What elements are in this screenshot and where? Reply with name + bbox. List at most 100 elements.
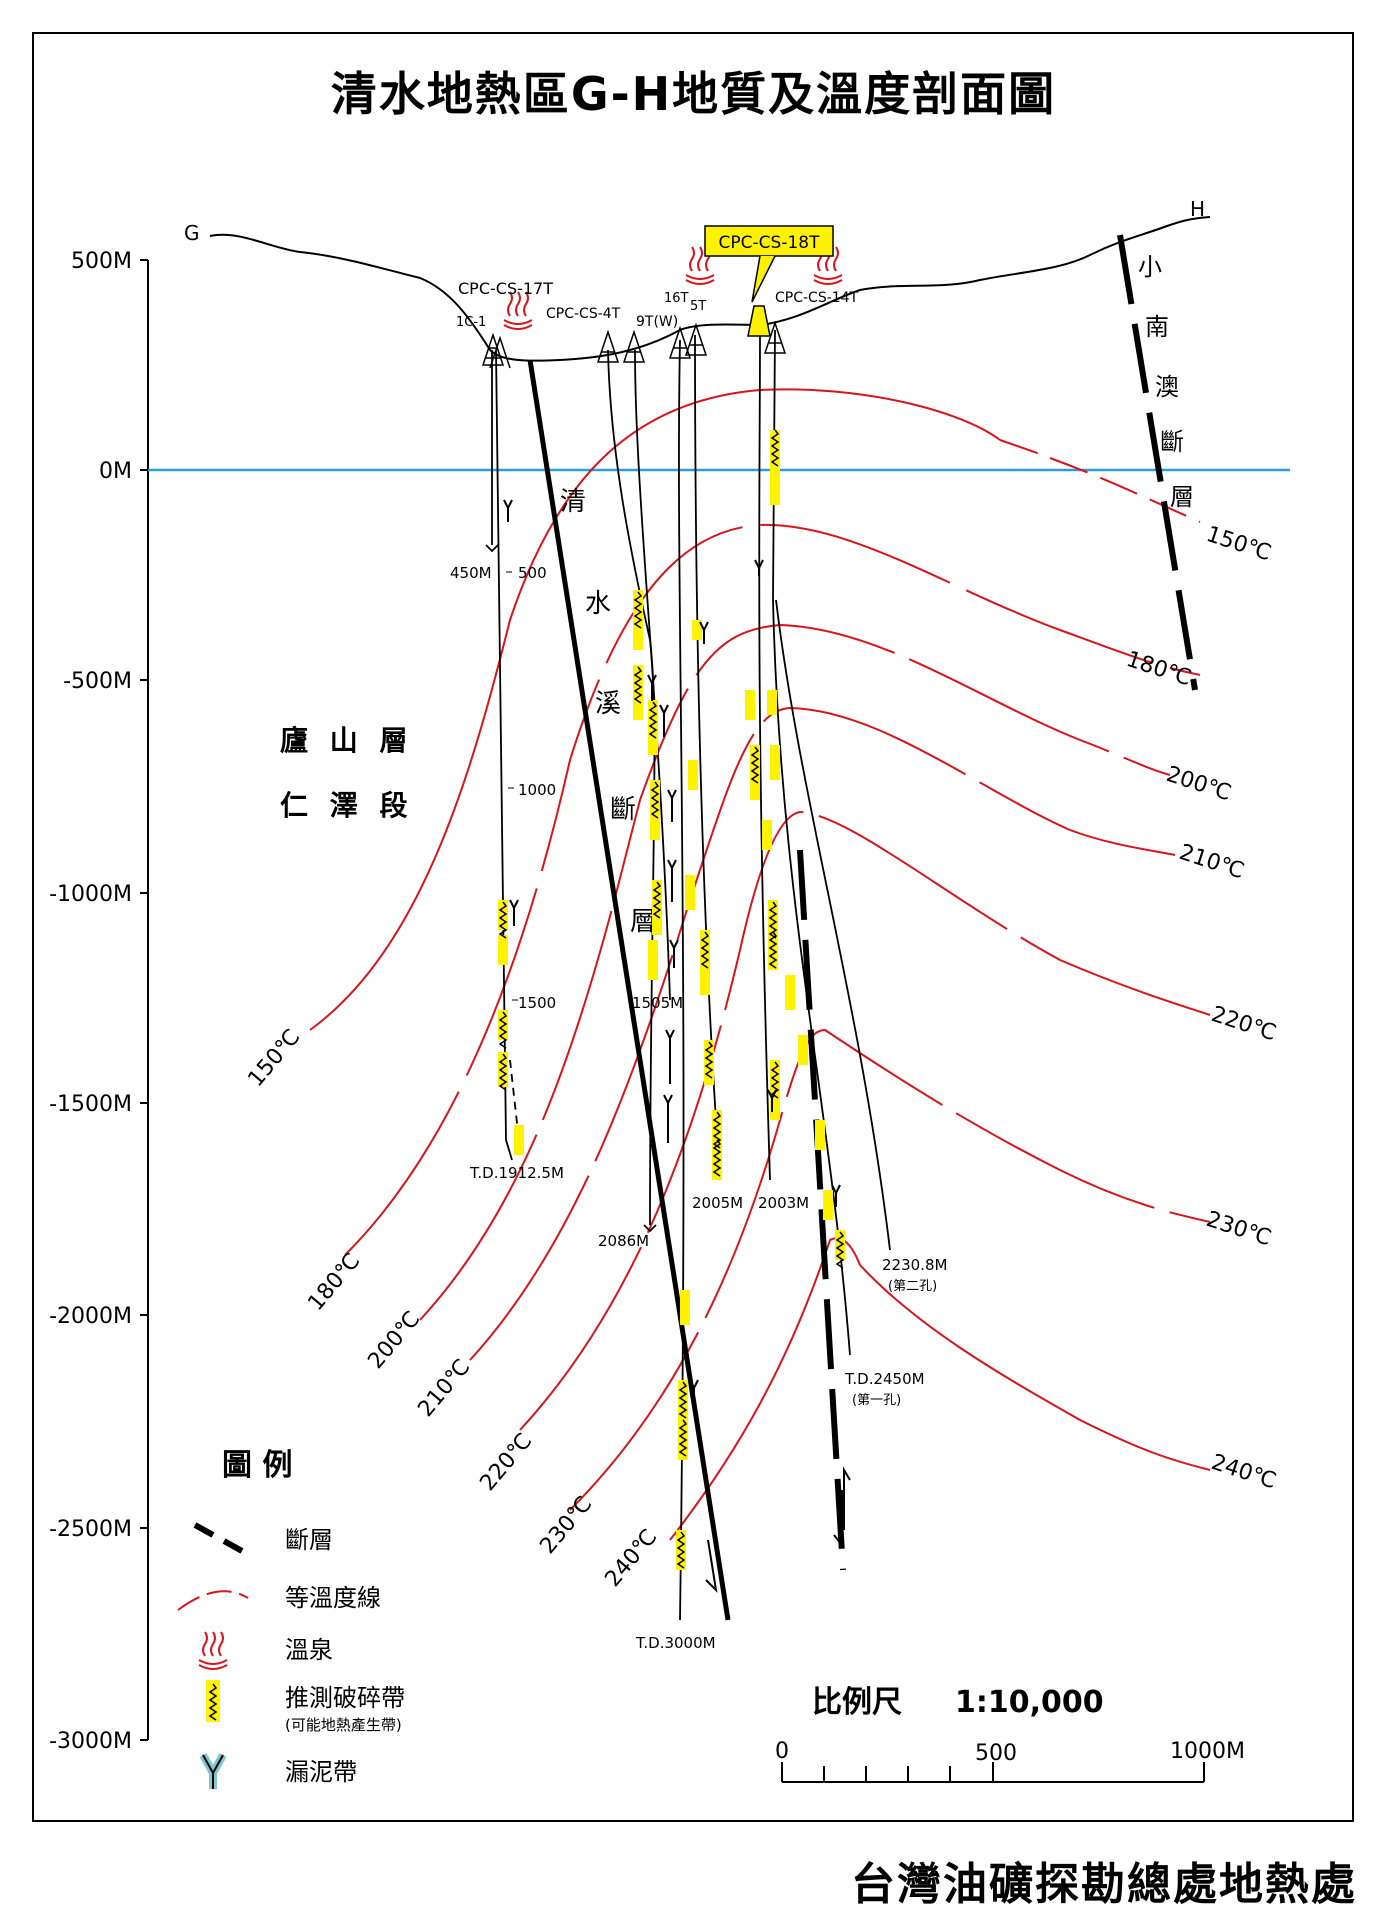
depth-tick-label: -1000M (49, 882, 132, 907)
fault-char: 溪 (595, 689, 621, 719)
fault-char: 水 (585, 589, 611, 619)
mud-loss-icon (754, 559, 764, 576)
xiaonanao-fault-label: 小 南 澳 斷 層 (1138, 253, 1194, 511)
isotherm-150-dashed (999, 439, 1201, 523)
legend-hot-spring-icon (198, 1631, 228, 1670)
depth-tick-label: 500M (71, 249, 132, 274)
fault-char: 澳 (1155, 373, 1179, 401)
isotherm-label: 210℃ (1176, 840, 1247, 884)
scale-tick: 0 (775, 1739, 789, 1764)
derrick-icon (763, 320, 787, 354)
depth-mark: T.D.1912.5M (469, 1164, 564, 1182)
isotherm-label: 220℃ (1208, 1002, 1279, 1046)
mud-loss-icon (665, 1029, 675, 1084)
legend-hot-spring-label: 溫泉 (285, 1636, 333, 1664)
mud-loss-icon (689, 1379, 699, 1402)
isotherm-label: 150℃ (243, 1025, 305, 1092)
isotherm-label: 230℃ (535, 1492, 597, 1559)
scale-ratio: 1:10,000 (955, 1685, 1104, 1720)
legend-mud-label: 漏泥帶 (285, 1758, 357, 1786)
legend-isotherm-label: 等溫度線 (285, 1584, 381, 1612)
legend-fracture-icon (206, 1680, 220, 1722)
cs18t-callout: CPC-CS-18T (704, 225, 834, 303)
formation-member: 仁 澤 段 (280, 789, 414, 822)
cs18t-derrick-icon (747, 305, 771, 337)
mud-loss-zones (503, 499, 841, 1402)
isotherm-240 (669, 1237, 1211, 1541)
well-16t (678, 339, 685, 1621)
fault-char: 斷 (610, 795, 636, 825)
scale-tick: 1000M (1170, 1739, 1245, 1764)
page-frame (32, 32, 1354, 1822)
legend-fault-icon (193, 1522, 244, 1554)
isotherm-label: 180℃ (1123, 647, 1194, 691)
mud-loss-icon (767, 1089, 777, 1112)
isotherm-label: 240℃ (1208, 1450, 1279, 1494)
depth-mark: 450M (450, 564, 492, 582)
isotherm-label: 200℃ (1163, 762, 1234, 806)
qingshui-fault-label: 清 水 溪 斷 層 (560, 487, 656, 937)
fault-char: 層 (1170, 483, 1194, 511)
xiaonanao-fault-line (1117, 234, 1198, 691)
fault-char: 斷 (1160, 428, 1184, 456)
isotherm-label: 150℃ (1203, 522, 1274, 566)
depth-tick-label: -500M (63, 669, 132, 694)
depth-mark: T.D.3000M (635, 1634, 716, 1652)
derrick-icon (489, 335, 511, 369)
fault-char: 小 (1138, 253, 1162, 281)
mud-loss-icon (831, 1184, 841, 1207)
fault-char: 清 (560, 487, 586, 517)
isotherm-labels-right: 150℃ 180℃ 200℃ 210℃ 220℃ 230℃ 240℃ (1123, 522, 1279, 1494)
legend-fracture-note: (可能地熱產生帶) (285, 1716, 402, 1734)
well-label: 9T(W) (636, 314, 678, 330)
isotherm-label: 240℃ (600, 1525, 662, 1592)
mud-loss-icon (509, 899, 519, 926)
isotherm-210 (469, 706, 1176, 1361)
mud-loss-icon (667, 789, 677, 822)
mud-loss-icon (663, 1094, 673, 1143)
depth-tick-label: 0M (99, 459, 132, 484)
legend-title: 圖 例 (222, 1448, 292, 1483)
fracture-zones (498, 429, 845, 1570)
footer-organization: 台灣油礦探勘總處地熱處 (851, 1859, 1357, 1910)
isotherm-220 (519, 810, 1211, 1431)
well-headframes (481, 320, 787, 369)
cs18t-label: CPC-CS-18T (719, 233, 821, 253)
legend-fault-label: 斷層 (285, 1526, 333, 1554)
well-bores (485, 329, 891, 1621)
isotherm-label: 200℃ (363, 1307, 425, 1374)
depth-mark: 1500 (518, 994, 556, 1012)
inferred-fault-line (797, 849, 846, 1571)
legend: 圖 例 斷層 等溫度線 溫泉 推測破碎帶 (可能地熱產生帶) 漏泥帶 (177, 1448, 405, 1789)
depth-tick-label: -2500M (49, 1517, 132, 1542)
well-label: 5T (690, 299, 706, 314)
well-label: 1C-1 (456, 315, 486, 330)
section-end-g: G (184, 221, 200, 245)
depth-mark: 2005M (692, 1194, 743, 1212)
isotherm-lines (309, 388, 1211, 1541)
scale-tick: 500 (975, 1741, 1017, 1766)
mud-loss-icon (667, 859, 677, 902)
depth-mark: 2230.8M (882, 1256, 947, 1274)
isotherm-200 (419, 623, 1171, 1321)
section-end-h: H (1190, 197, 1205, 221)
page-title: 清水地熱區G-H地質及溫度剖面圖 (330, 67, 1057, 121)
fault-char: 南 (1145, 313, 1169, 341)
legend-fracture-label: 推測破碎帶 (285, 1684, 405, 1712)
well-labels: CPC-CS-17T 1C-1 CPC-CS-4T 9T(W) 16T 5T C… (456, 279, 859, 330)
well-label: CPC-CS-4T (546, 306, 621, 322)
depth-mark: 1505M (632, 994, 683, 1012)
depth-tick-label: -2000M (49, 1304, 132, 1329)
depth-axis: 500M 0M -500M -1000M -1500M -2000M -2500… (49, 249, 149, 1754)
mud-loss-icon (699, 621, 709, 644)
depth-mark: (第二孔) (888, 1279, 937, 1294)
depth-mark: 1000 (518, 781, 556, 799)
depth-mark: (第一孔) (852, 1393, 901, 1408)
well-label: CPC-CS-14T (775, 290, 859, 306)
isotherm-150 (309, 388, 1001, 1031)
depth-tick-label: -3000M (49, 1729, 132, 1754)
depth-tick-label: -1500M (49, 1092, 132, 1117)
isotherm-230 (569, 1028, 1211, 1511)
legend-isotherm-icon (177, 1590, 249, 1611)
